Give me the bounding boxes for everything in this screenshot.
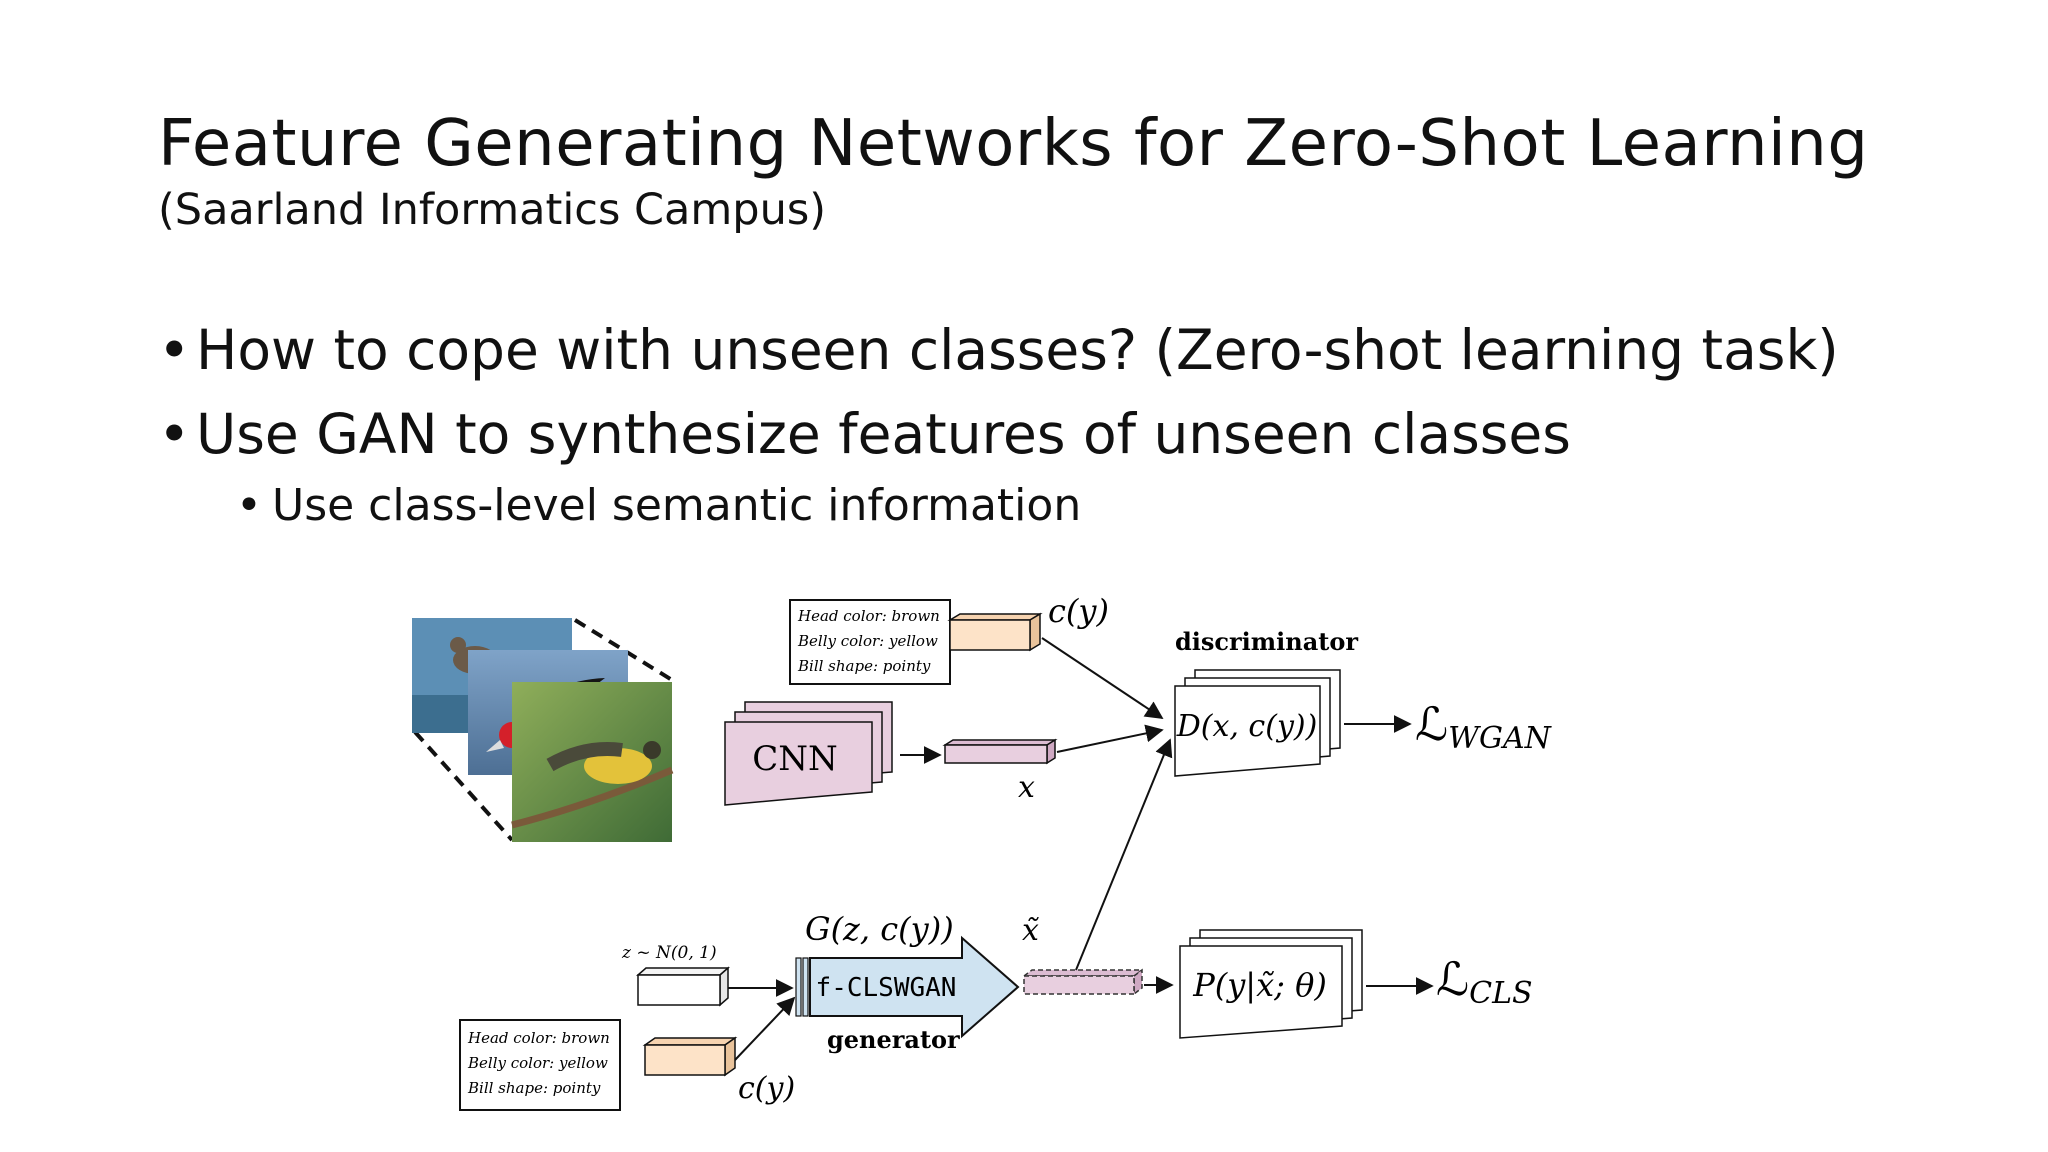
generator-fn: G(z, c(y)) [805,910,954,948]
bullet-item: •How to cope with unseen classes? (Zero-… [158,308,1839,392]
generator-name: f-CLSWGAN [816,973,957,1003]
bird-image-stack [412,618,674,842]
attribute-line: Belly color: yellow [797,632,938,650]
bullet-item: •Use GAN to synthesize features of unsee… [158,392,1839,476]
bullet-glyph: • [158,318,191,382]
noise-label: z ~ N(0, 1) [621,943,717,963]
fclswgan-diagram: Head color: brown Belly color: yellow Bi… [412,592,1553,1111]
cnn-block: CNN [724,701,893,806]
x-label: x [1018,770,1035,805]
bullet-text: Use class-level semantic information [272,480,1082,531]
attribute-line: Head color: brown [797,607,940,625]
bullet-text: Use GAN to synthesize features of unseen… [196,402,1571,466]
cnn-label: CNN [752,739,838,779]
generator-block: f-CLSWGAN [795,935,1020,1039]
bullet-glyph: • [158,402,191,466]
attribute-line: Head color: brown [467,1029,610,1047]
cy-label-bottom: c(y) [738,1071,795,1106]
loss-cls: ℒCLS [1436,952,1533,1011]
cy-label-top: c(y) [1048,592,1109,630]
feature-block-x-tilde [1021,968,1145,996]
noise-block [636,966,730,1007]
bird-image-3 [511,682,674,842]
feature-block-x [942,738,1058,765]
attribute-box-bottom: Head color: brown Belly color: yellow Bi… [459,1019,621,1111]
attribute-line: Belly color: yellow [467,1054,608,1072]
condition-block-top [947,612,1043,652]
classifier-block: P(y|x̃; θ) [1179,929,1363,1039]
bullet-text: How to cope with unseen classes? (Zero-s… [196,318,1839,382]
generator-label: generator [827,1025,960,1054]
classifier-fn: P(y|x̃; θ) [1192,966,1327,1004]
x-tilde-label: x̃ [1022,913,1040,948]
attribute-line: Bill shape: pointy [467,1079,601,1097]
attribute-box-top: Head color: brown Belly color: yellow Bi… [789,599,951,685]
bullet-glyph: • [236,480,262,531]
condition-block-bottom [642,1036,738,1077]
loss-wgan: ℒWGAN [1415,697,1553,756]
discriminator-block: D(x, c(y)) [1174,669,1341,777]
slide-title: Feature Generating Networks for Zero-Sho… [158,107,1869,181]
bullet-list: •How to cope with unseen classes? (Zero-… [158,308,1839,536]
sub-bullet-item: •Use class-level semantic information [236,476,1839,536]
discriminator-fn: D(x, c(y)) [1176,709,1318,744]
slide-subtitle: (Saarland Informatics Campus) [158,185,827,235]
attribute-line: Bill shape: pointy [797,657,931,675]
discriminator-label: discriminator [1175,627,1358,656]
